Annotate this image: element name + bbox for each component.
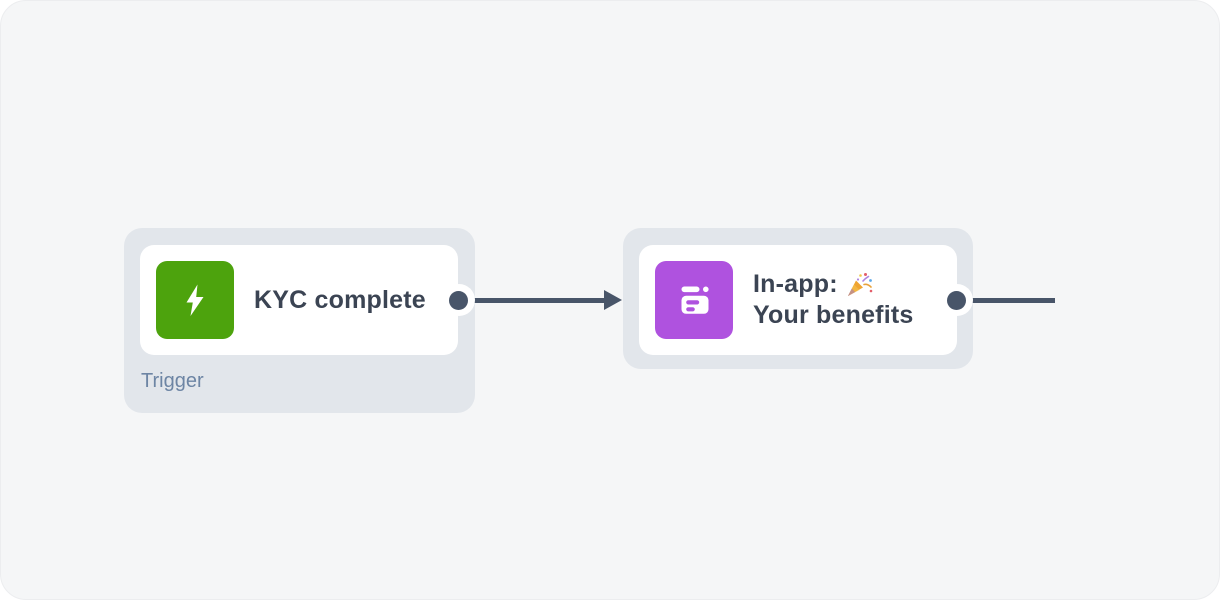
trigger-node-type-label: Trigger — [141, 370, 204, 392]
edge-trigger-to-inapp-arrowhead — [604, 290, 622, 310]
inapp-title-line2: Your benefits — [753, 301, 914, 329]
inapp-title-line1: In-app: — [753, 269, 914, 300]
inapp-message-node-title: In-app: Your benefits — [753, 269, 914, 331]
lightning-bolt-icon — [156, 261, 234, 339]
inapp-title-line1-text: In-app: — [753, 270, 838, 298]
inapp-message-node-card[interactable]: In-app: Your benefits — [639, 245, 957, 355]
trigger-node[interactable]: KYC complete Trigger — [124, 228, 475, 413]
in-app-message-icon — [655, 261, 733, 339]
inapp-outgoing-edge-line — [957, 298, 1055, 303]
party-popper-emoji — [847, 273, 873, 296]
inapp-output-handle[interactable] — [947, 291, 966, 310]
trigger-node-card[interactable]: KYC complete — [140, 245, 458, 355]
trigger-node-title: KYC complete — [254, 285, 426, 314]
trigger-output-handle[interactable] — [449, 291, 468, 310]
edge-trigger-to-inapp-line — [459, 298, 605, 303]
inapp-message-node[interactable]: In-app: Your benefits — [623, 228, 973, 369]
